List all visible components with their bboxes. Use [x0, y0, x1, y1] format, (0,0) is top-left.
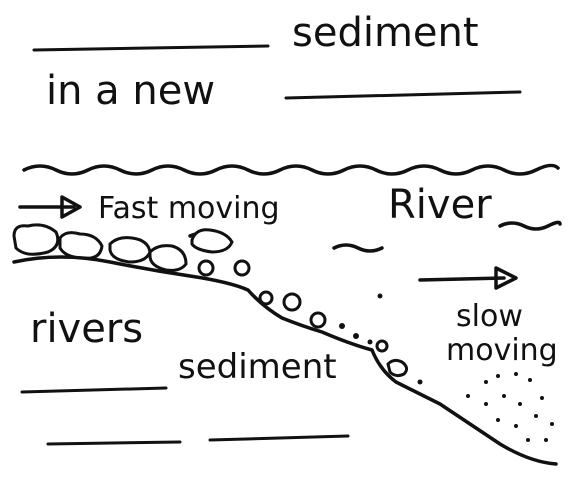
label-rivers: rivers: [30, 306, 143, 352]
answer-blank-1[interactable]: [34, 46, 268, 50]
answer-blank-5[interactable]: [210, 436, 348, 440]
label-fast-moving: Fast moving: [98, 191, 280, 226]
label-slow: slow: [456, 299, 523, 334]
label-sediment: sediment: [178, 347, 337, 387]
answer-blank-2[interactable]: [286, 92, 520, 98]
water-ripple-2: [334, 245, 382, 251]
answer-blank-4[interactable]: [48, 442, 180, 444]
water-ripple-1: [500, 222, 560, 229]
fast-arrow-icon: [20, 197, 80, 217]
label-moving: moving: [446, 333, 558, 368]
fill-in-sentence: sediment in a new: [34, 10, 520, 114]
label-river: River: [388, 182, 492, 228]
sentence-word-sediment: sediment: [292, 10, 479, 56]
slow-arrow-icon: [420, 268, 516, 288]
river-surface-line: [24, 165, 558, 174]
sentence-phrase-in-a-new: in a new: [46, 68, 215, 114]
answer-blank-3[interactable]: [22, 388, 166, 392]
